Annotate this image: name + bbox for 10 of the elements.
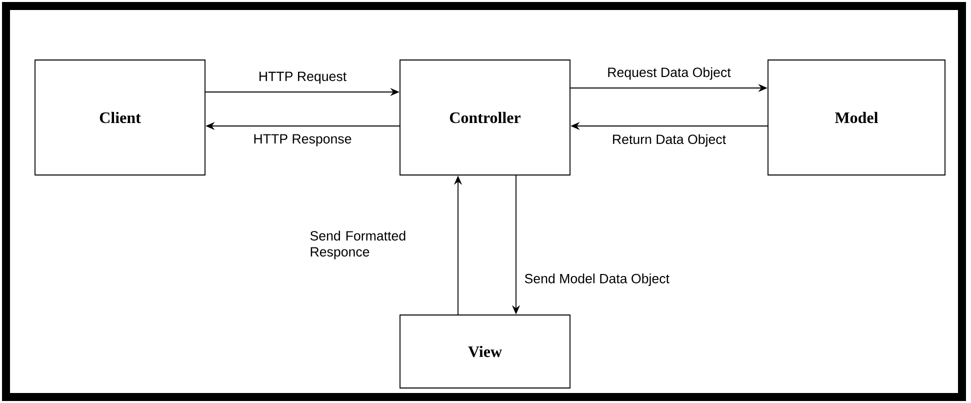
edge-label: HTTP Response	[254, 134, 352, 146]
process-box: Model	[768, 60, 946, 176]
process-box: Controller	[400, 60, 570, 176]
process-box: View	[400, 314, 570, 388]
edge-label: HTTP Request	[260, 72, 346, 84]
edge-label: Send Formatted Responce	[310, 230, 406, 260]
edge-label: Request Data Object	[608, 67, 731, 80]
edge-label: Return Data Object	[613, 134, 726, 147]
edge-label: Send Model Data Object	[524, 274, 670, 286]
process-box: Client	[34, 60, 206, 176]
